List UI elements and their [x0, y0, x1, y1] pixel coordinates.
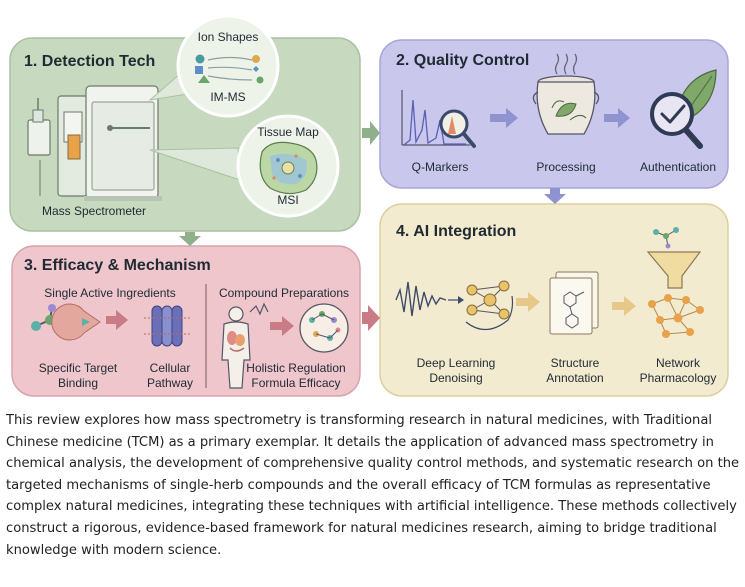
processing-label: Processing: [536, 160, 595, 174]
holistic-line1: Holistic Regulation: [246, 361, 345, 375]
cell-receptor-icon: [144, 305, 190, 347]
q-markers-label: Q-Markers: [412, 160, 469, 174]
detection-title: 1. Detection Tech: [24, 53, 155, 70]
compound-prep-label: Compound Preparations: [219, 286, 349, 300]
human-body-icon: [221, 302, 269, 389]
efficacy-panel: [11, 245, 361, 397]
authentication-label: Authentication: [640, 160, 716, 174]
quality-arrow-1: [490, 108, 518, 128]
ion-shapes-icon: [195, 54, 264, 84]
structure-line1: Structure: [551, 356, 600, 370]
figure-caption: This review explores how mass spectromet…: [6, 413, 740, 558]
network-line1: Network: [656, 356, 701, 370]
molecule-pacman-icon: [31, 303, 101, 341]
structure-line2: Annotation: [546, 371, 603, 385]
msi-label: MSI: [277, 193, 298, 207]
ai-title: 4. AI Integration: [396, 223, 516, 240]
arrow-detection-to-efficacy: [179, 232, 201, 246]
quality-arrow-2: [604, 108, 630, 128]
cellular-line1: Cellular: [150, 361, 191, 375]
neural-waveform-icon: [395, 280, 514, 331]
deep-learning-line2: Denoising: [429, 371, 482, 385]
ai-arrow-1: [516, 292, 540, 312]
mass-spectrometer-icon: [27, 85, 162, 201]
efficacy-arrow-1: [106, 310, 128, 330]
arrow-detection-to-quality: [362, 121, 380, 145]
arrow-quality-to-ai: [544, 188, 566, 204]
tissue-map-label: Tissue Map: [257, 125, 319, 139]
spectrum-magnifier-icon: [401, 90, 476, 148]
structure-document-icon: [549, 271, 599, 335]
cellular-line2: Pathway: [147, 376, 193, 390]
leaf-check-magnifier-icon: [650, 69, 717, 149]
compound-network-icon: [299, 303, 349, 353]
network-line2: Pharmacology: [640, 371, 717, 385]
specific-target-line2: Binding: [58, 376, 98, 390]
ai-arrow-2: [612, 296, 636, 316]
review-diagram: 1. Detection Tech Mass Spectrometer Ion …: [9, 14, 729, 397]
holistic-line2: Formula Efficacy: [251, 376, 340, 390]
arrow-efficacy-to-ai: [362, 305, 380, 331]
ion-shapes-circle: [176, 14, 280, 118]
efficacy-arrow-2: [270, 316, 294, 336]
specific-target-line1: Specific Target: [39, 361, 118, 375]
quality-title: 2. Quality Control: [396, 52, 529, 69]
herb-pot-icon: [532, 53, 600, 135]
ion-shapes-label: Ion Shapes: [198, 30, 259, 44]
funnel-network-icon: [646, 227, 704, 338]
im-ms-label: IM-MS: [210, 90, 245, 104]
efficacy-title: 3. Efficacy & Mechanism: [24, 257, 211, 274]
deep-learning-line1: Deep Learning: [417, 356, 496, 370]
tissue-map-icon: [259, 141, 318, 195]
single-active-label: Single Active Ingredients: [44, 286, 175, 300]
mass-spectrometer-label: Mass Spectrometer: [42, 204, 146, 218]
